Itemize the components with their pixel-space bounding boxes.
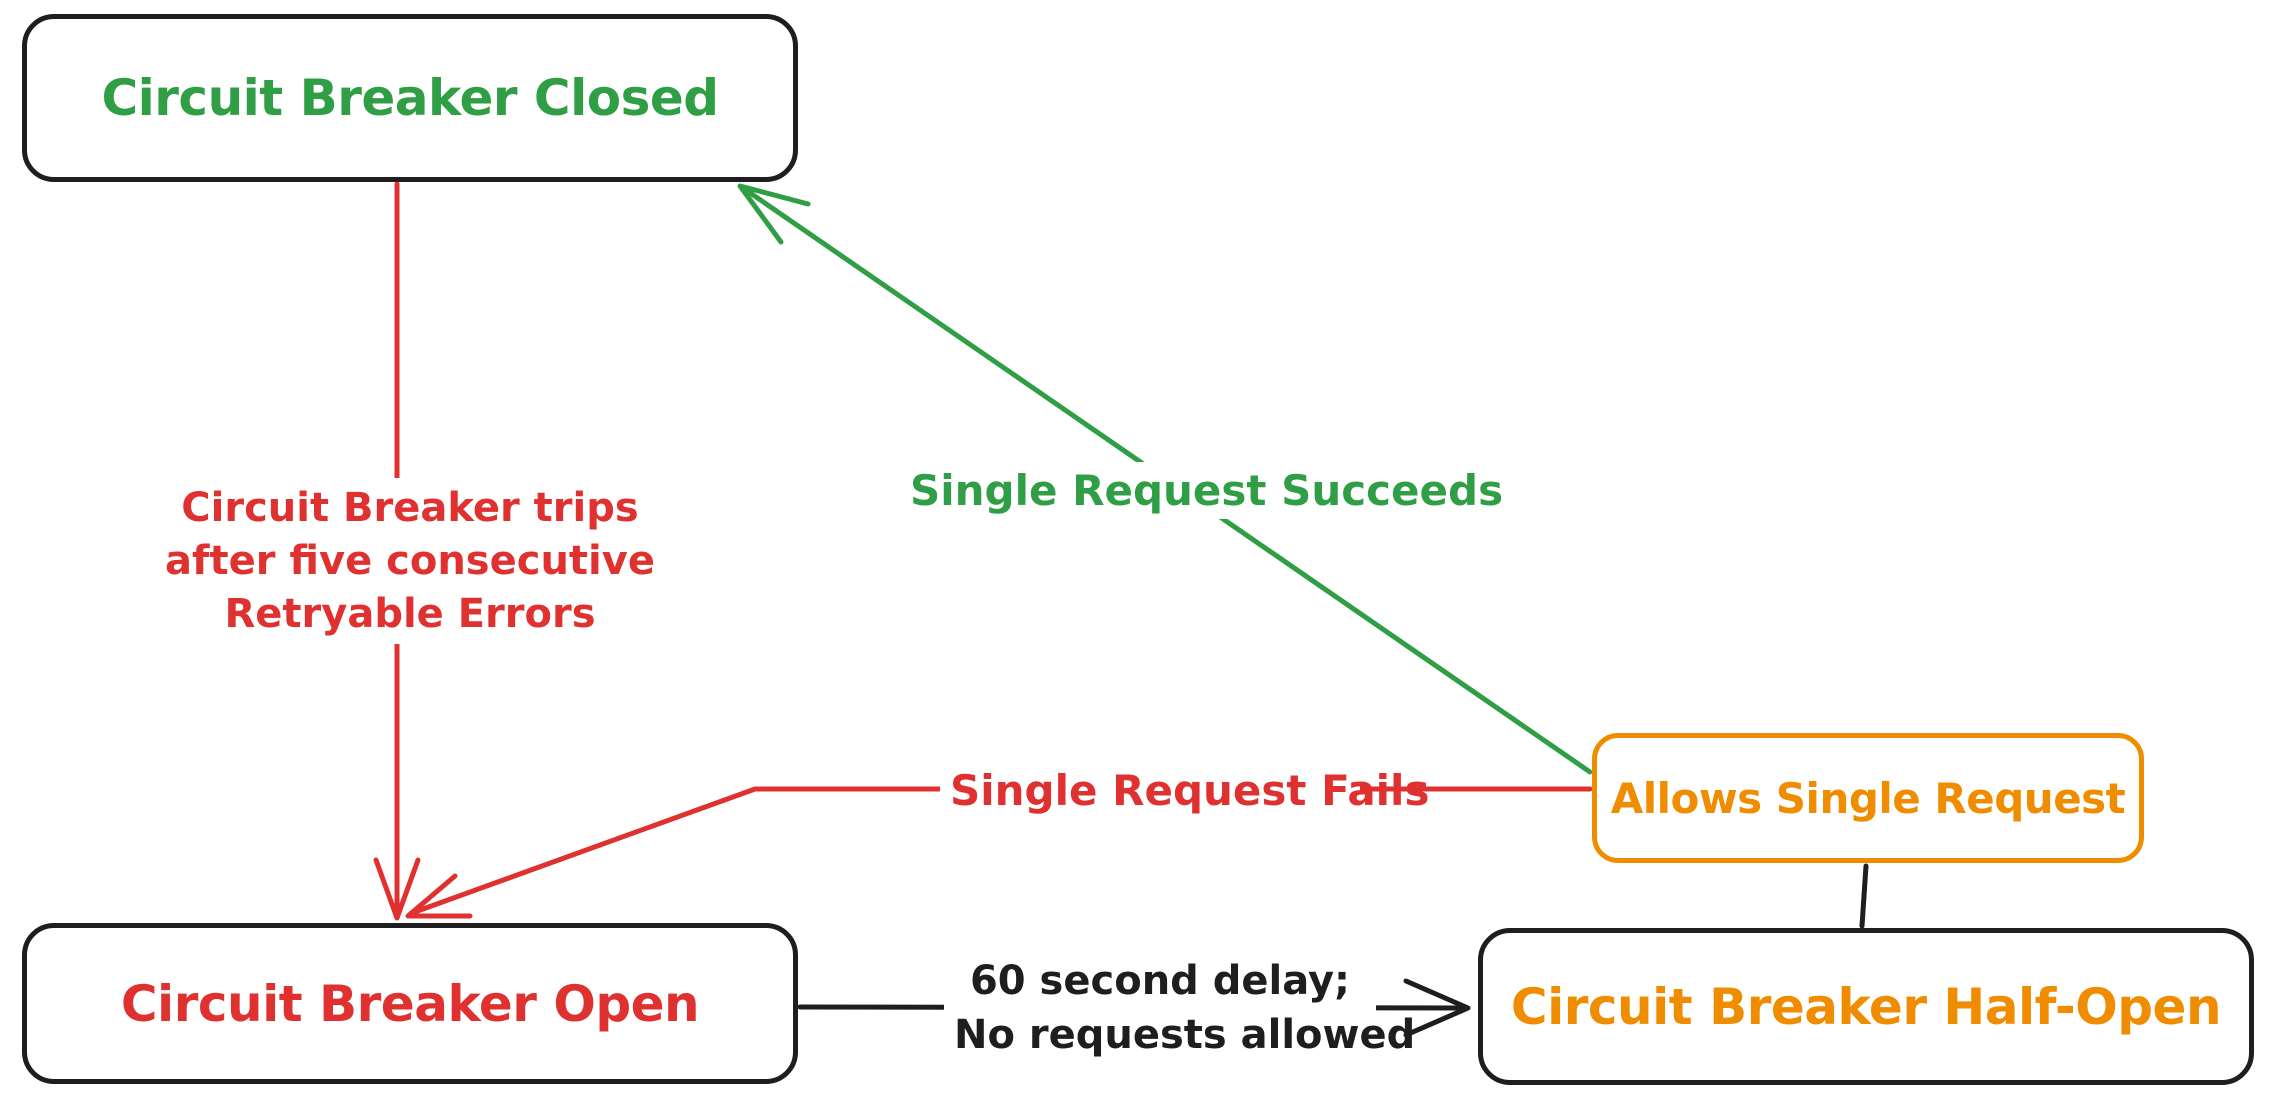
open-state-node: Circuit Breaker Open bbox=[22, 923, 798, 1084]
delay-edge-label-line2: No requests allowed bbox=[954, 1012, 1416, 1058]
delay-arrowhead bbox=[1403, 978, 1471, 1038]
succeeds-edge-label: Single Request Succeeds bbox=[900, 462, 1503, 519]
allows-single-request-node: Allows Single Request bbox=[1592, 733, 2144, 863]
trips-edge-label: Circuit Breaker trips after five consecu… bbox=[140, 478, 680, 645]
delay-edge-label: 60 second delay; No requests allowed bbox=[944, 950, 1416, 1066]
half-open-state-label: Circuit Breaker Half-Open bbox=[1510, 977, 2222, 1036]
trips-edge-label-line3: Retryable Errors bbox=[224, 590, 596, 637]
allows-connector-line bbox=[1859, 863, 1869, 929]
closed-state-label: Circuit Breaker Closed bbox=[101, 69, 719, 127]
fails-edge-label: Single Request Fails bbox=[940, 762, 1429, 819]
succeeds-arrowhead bbox=[737, 183, 811, 245]
delay-edge-label-line1: 60 second delay; bbox=[969, 958, 1351, 1004]
trips-edge-label-line1: Circuit Breaker trips bbox=[181, 485, 639, 531]
open-state-label: Circuit Breaker Open bbox=[120, 974, 700, 1033]
trips-arrowhead bbox=[373, 857, 421, 921]
allows-single-request-label: Allows Single Request bbox=[1610, 773, 2126, 823]
closed-state-node: Circuit Breaker Closed bbox=[22, 14, 798, 182]
fails-arrowhead bbox=[405, 873, 473, 919]
trips-edge-label-line2: after five consecutive bbox=[165, 537, 655, 584]
half-open-state-node: Circuit Breaker Half-Open bbox=[1478, 928, 2254, 1085]
